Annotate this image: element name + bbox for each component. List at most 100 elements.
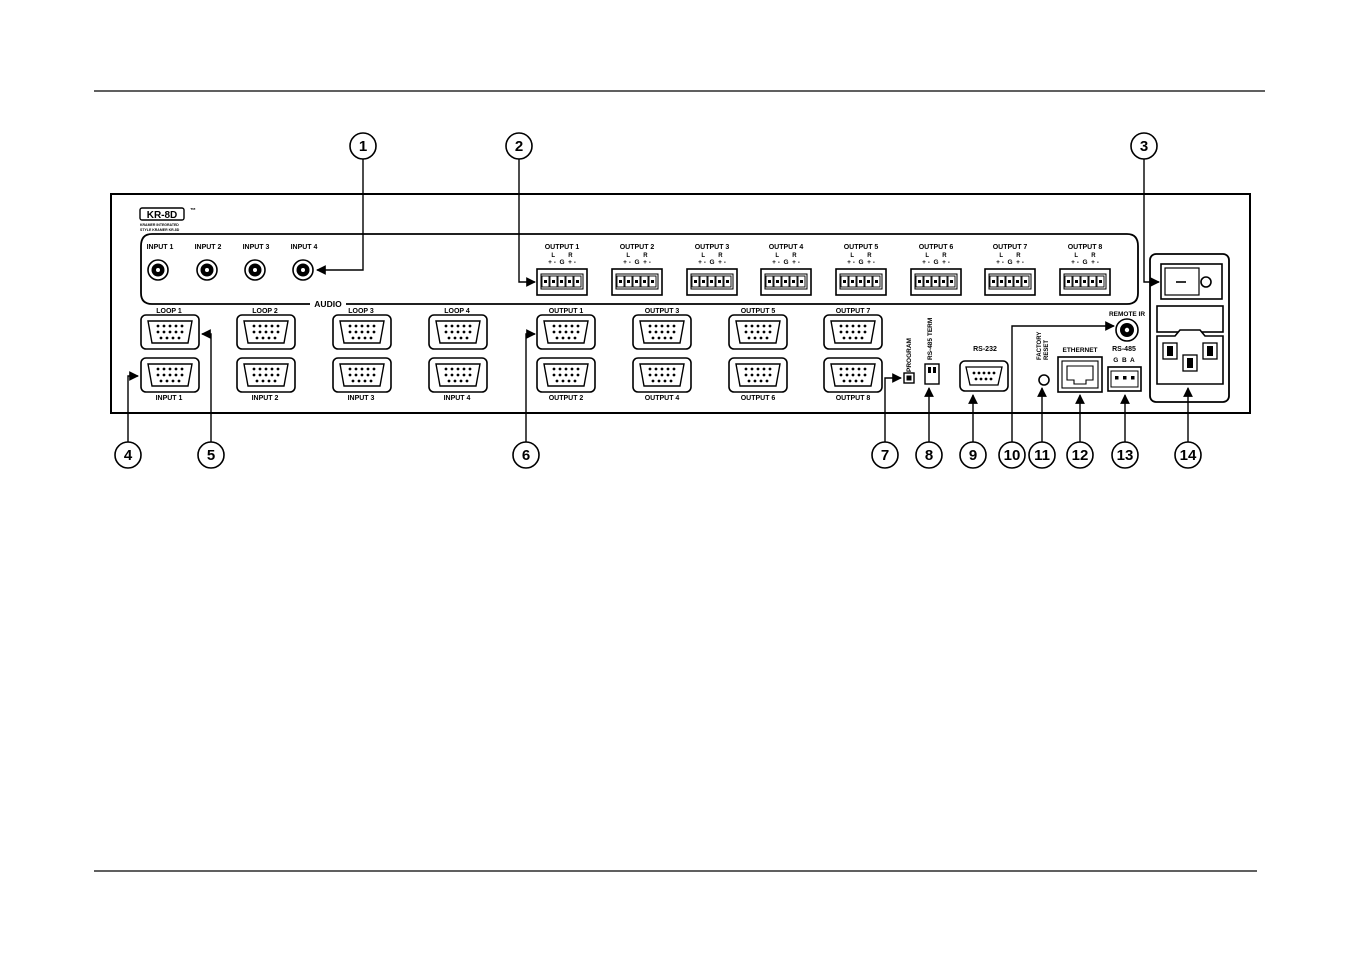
audio-input-4-jack[interactable] [292,259,314,281]
callout-9: 9 [959,441,987,469]
video-output-4-label: OUTPUT 4 [645,395,680,402]
audio-output-1-label: OUTPUT 1 [545,244,580,251]
audio-output-8-label: OUTPUT 8 [1068,244,1103,251]
svg-text:11: 11 [1034,447,1050,464]
svg-text:12: 12 [1072,447,1089,464]
rs485-label: RS-485 [1112,346,1136,353]
audio-input-1-jack[interactable] [147,259,169,281]
loop-2-label: LOOP 2 [252,308,278,315]
audio-output-3-terminal[interactable] [686,268,738,296]
audio-output-pin-bottom: + - G + - [548,259,576,266]
audio-output-3-label: OUTPUT 3 [695,244,730,251]
video-output-5-connector[interactable] [728,314,788,350]
video-output-5-label: OUTPUT 5 [741,308,776,315]
audio-output-pin-top: L R [701,253,723,259]
video-output-6-connector[interactable] [728,357,788,393]
callout-3: 3 [1130,132,1158,160]
audio-output-1-terminal[interactable] [536,268,588,296]
remote-ir-jack[interactable] [1115,318,1139,342]
svg-text:STYLE KRAMER KR-8D: STYLE KRAMER KR-8D [140,228,180,232]
video-output-3-connector[interactable] [632,314,692,350]
video-input-2-label: INPUT 2 [252,395,279,402]
audio-output-5-label: OUTPUT 5 [844,244,879,251]
loop-1-connector[interactable] [140,314,200,350]
loop-4-connector[interactable] [428,314,488,350]
svg-text:7: 7 [881,447,889,464]
video-output-8-label: OUTPUT 8 [836,395,871,402]
factory-reset-label-1: FACTORY [1037,332,1043,360]
svg-text:KR-8D: KR-8D [147,210,178,221]
svg-text:4: 4 [124,447,133,464]
video-output-8-connector[interactable] [823,357,883,393]
audio-output-pin-bottom: + - G + - [1071,259,1099,266]
factory-reset-button[interactable] [1038,374,1050,386]
audio-input-2-jack[interactable] [196,259,218,281]
svg-text:13: 13 [1117,447,1134,464]
video-output-4-connector[interactable] [632,357,692,393]
svg-text:14: 14 [1180,447,1197,464]
loop-3-connector[interactable] [332,314,392,350]
audio-output-pin-bottom: + - G + - [847,259,875,266]
video-input-1-label: INPUT 1 [156,395,183,402]
program-label: PROGRAM [906,338,913,372]
video-output-2-label: OUTPUT 2 [549,395,584,402]
video-output-6-label: OUTPUT 6 [741,395,776,402]
svg-text:™: ™ [190,207,196,214]
audio-input-4-label: INPUT 4 [291,244,318,251]
rs232-connector[interactable] [959,360,1009,392]
svg-text:5: 5 [207,447,215,464]
audio-input-3-jack[interactable] [244,259,266,281]
audio-output-pin-top: L R [850,253,872,259]
audio-output-2-terminal[interactable] [611,268,663,296]
fuse-holder[interactable] [1156,305,1224,333]
power-socket[interactable] [1156,329,1224,385]
video-input-4-connector[interactable] [428,357,488,393]
video-input-3-connector[interactable] [332,357,392,393]
power-section [1149,253,1230,403]
video-output-7-connector[interactable] [823,314,883,350]
audio-output-pin-top: L R [1074,253,1096,259]
rs485-term-switch[interactable] [924,363,940,385]
ethernet-label: ETHERNET [1062,347,1097,354]
video-output-7-label: OUTPUT 7 [836,308,871,315]
video-input-2-connector[interactable] [236,357,296,393]
audio-output-4-terminal[interactable] [760,268,812,296]
callout-12: 12 [1066,441,1094,469]
callout-10: 10 [998,441,1026,469]
audio-output-pin-bottom: + - G + - [698,259,726,266]
audio-input-1-label: INPUT 1 [147,244,174,251]
video-input-3-label: INPUT 3 [348,395,375,402]
audio-output-5-terminal[interactable] [835,268,887,296]
rs485-terminal[interactable] [1107,366,1142,392]
svg-text:8: 8 [925,447,933,464]
video-output-1-label: OUTPUT 1 [549,308,584,315]
ethernet-port[interactable] [1057,356,1103,393]
callout-5: 5 [197,441,225,469]
video-output-1-connector[interactable] [536,314,596,350]
audio-output-pin-top: L R [925,253,947,259]
video-input-1-connector[interactable] [140,357,200,393]
callout-7: 7 [871,441,899,469]
callout-14: 14 [1174,441,1202,469]
audio-output-pin-bottom: + - G + - [623,259,651,266]
rs485-pins-label: G B A [1113,357,1135,364]
audio-output-8-terminal[interactable] [1059,268,1111,296]
control-section: PROGRAM RS-485 TERM RS-232 FACTORY RESET… [903,311,1145,393]
callout-1: 1 [349,132,377,160]
svg-text:9: 9 [969,447,977,464]
audio-inputs: INPUT 1 INPUT 2 INPUT 3 INPUT 4 [147,244,318,281]
audio-output-6-terminal[interactable] [910,268,962,296]
audio-output-pin-top: L R [626,253,648,259]
video-output-2-connector[interactable] [536,357,596,393]
loop-4-label: LOOP 4 [444,308,470,315]
callout-6: 6 [512,441,540,469]
loop-2-connector[interactable] [236,314,296,350]
callout-leaders [127,159,1193,442]
power-switch[interactable] [1160,263,1223,300]
audio-output-6-label: OUTPUT 6 [919,244,954,251]
rs485-term-label: RS-485 TERM [927,318,934,360]
audio-output-7-terminal[interactable] [984,268,1036,296]
audio-input-3-label: INPUT 3 [243,244,270,251]
audio-outputs: OUTPUT 1 L R + - G + - OUTPUT 2 L R + - … [536,244,1111,296]
